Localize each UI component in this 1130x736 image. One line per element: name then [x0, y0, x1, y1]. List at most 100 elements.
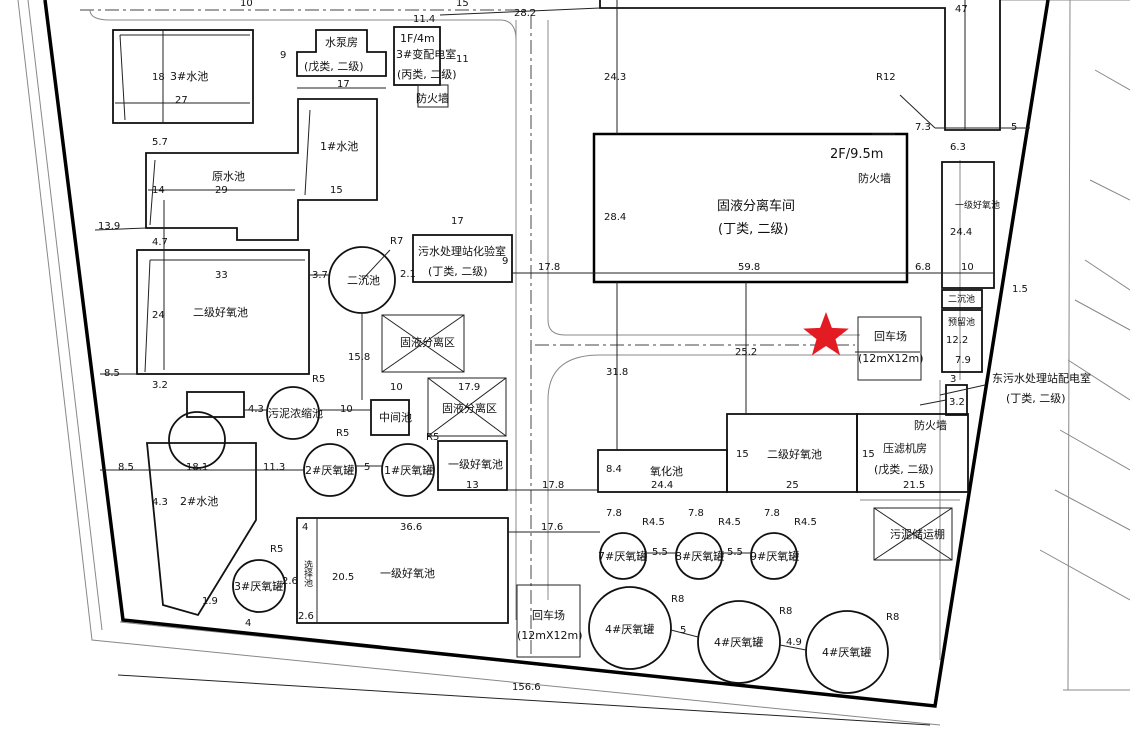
dim-14: 14 [152, 185, 165, 196]
label-east-sub: 东污水处理站配电室 [992, 371, 1091, 385]
raw-pool [145, 98, 378, 241]
radius-r5a: R5 [312, 374, 325, 385]
dim-21-5: 21.5 [903, 480, 925, 491]
label-anaerobic4b: 4#厌氧罐 [714, 635, 763, 649]
dim-33: 33 [215, 270, 228, 281]
dim-3-2a: 3.2 [152, 380, 168, 391]
label-press-room: 压滤机房 [883, 441, 927, 455]
dim-3b: 3 [950, 374, 956, 385]
dim-15b: 15 [330, 185, 343, 196]
label-pool3: 3#水池 [170, 70, 208, 83]
anaerobic-7 [599, 532, 647, 580]
dim-5a: 5 [1011, 122, 1017, 133]
dim-4b: 4 [302, 522, 308, 533]
radius-r4-5c: R4.5 [794, 517, 817, 528]
dim-17-8a: 17.8 [538, 262, 560, 273]
substation-3 [393, 26, 441, 86]
turnaround-right [857, 316, 922, 381]
dimension-texts: 28.2 11.4 17 9 11 18 27 5.7 14 29 15 13.… [98, 0, 1028, 693]
label-turn-right: 回车场 [874, 329, 907, 343]
dimension-lines [94, 0, 1030, 726]
dim-20-5: 20.5 [332, 572, 354, 583]
radius-r8c: R8 [886, 612, 899, 623]
label-pre-sed: 预留池 [948, 316, 975, 328]
label-firewall2: 防火墙 [914, 418, 947, 432]
dim-24a: 24 [152, 310, 165, 321]
radius-r7: R7 [390, 236, 403, 247]
road-centerlines [80, 9, 961, 660]
label-mid-pool: 中间池 [379, 411, 412, 424]
dim-5-5b: 5.5 [727, 547, 743, 558]
dim-1-9: 1.9 [202, 596, 218, 607]
sludge-thickener [266, 386, 320, 440]
label-selector: 选择池 [302, 559, 313, 587]
dim-17b: 17 [451, 216, 464, 227]
dim-18a: 18 [152, 72, 165, 83]
solid-sep-2 [427, 377, 507, 437]
dim-15e: 15 [456, 0, 469, 9]
anaerobic-9 [750, 532, 798, 580]
dim-3-7: 3.7 [312, 270, 328, 281]
anaerobic-4b [697, 600, 781, 684]
dim-10d: 10 [240, 0, 253, 9]
radius-r12: R12 [876, 72, 896, 83]
label-aerobic1-right: 一级好氧池 [955, 199, 1000, 211]
dim-4-3b: 4.3 [152, 497, 168, 508]
label-lab-class: (丁类, 二级) [428, 264, 488, 278]
label-aerobic1-small: 一级好氧池 [448, 457, 503, 471]
label-sub3-class: (丙类, 二级) [397, 67, 457, 81]
sec-sed-right [941, 289, 983, 309]
top-right-building [599, 0, 1001, 131]
dim-25: 25 [786, 480, 799, 491]
sludge-transport [873, 507, 953, 561]
dim-7-9: 7.9 [955, 355, 971, 366]
dim-27: 27 [175, 95, 188, 106]
label-turn-lower: 回车场 [532, 608, 565, 622]
aerobic2-left [136, 249, 310, 375]
dim-10a: 10 [961, 262, 974, 273]
dim-10c: 10 [340, 404, 353, 415]
dim-7-8c: 7.8 [764, 508, 780, 519]
dim-8-5b: 8.5 [118, 462, 134, 473]
label-aerobic2-left: 二级好氧池 [193, 305, 248, 319]
dim-5-7: 5.7 [152, 137, 168, 148]
workshop [592, 132, 909, 284]
dim-15c: 15 [736, 449, 749, 460]
dim-13-9: 13.9 [98, 221, 120, 232]
dim-17a: 17 [337, 79, 350, 90]
dim-13: 13 [466, 480, 479, 491]
dim-11-3: 11.3 [263, 462, 285, 473]
radius-r5b: R5 [336, 428, 349, 439]
dim-9a: 9 [280, 50, 286, 61]
dim-17-9: 17.9 [458, 382, 480, 393]
dim-7-8a: 7.8 [606, 508, 622, 519]
dim-15-8: 15.8 [348, 352, 370, 363]
label-raw-pool: 原水池 [212, 170, 245, 183]
dim-2-6a: 2.6 [282, 576, 298, 587]
location-star-icon [803, 312, 849, 356]
label-press-class: (戊类, 二级) [874, 462, 934, 476]
dim-25-2: 25.2 [735, 347, 757, 358]
dim-5b: 5 [364, 462, 370, 473]
dim-11a: 11 [456, 54, 469, 65]
dim-4-7: 4.7 [152, 237, 168, 248]
pump-house [296, 29, 387, 77]
label-sub3-floor: 1F/4m [400, 32, 435, 45]
dim-18-1: 18.1 [186, 462, 208, 473]
radius-r8a: R8 [671, 594, 684, 605]
dim-24-4b: 24.4 [651, 480, 673, 491]
dim-5c: 5 [680, 625, 686, 636]
label-workshop-firewall: 防火墙 [858, 171, 891, 185]
dim-17-8b: 17.8 [542, 480, 564, 491]
middle-pool [370, 399, 410, 436]
label-anaerobic4a: 4#厌氧罐 [605, 622, 654, 636]
label-anaerobic7: 7#厌氧罐 [598, 549, 647, 563]
anaerobic-4c [805, 610, 889, 694]
dim-10b: 10 [390, 382, 403, 393]
dim-9b: 9 [502, 256, 508, 267]
label-solid-sep1: 固液分离区 [400, 335, 455, 349]
anaerobic-4a [588, 586, 672, 670]
radius-r4-5a: R4.5 [642, 517, 665, 528]
label-anaerobic8: 8#厌氧罐 [675, 549, 724, 563]
